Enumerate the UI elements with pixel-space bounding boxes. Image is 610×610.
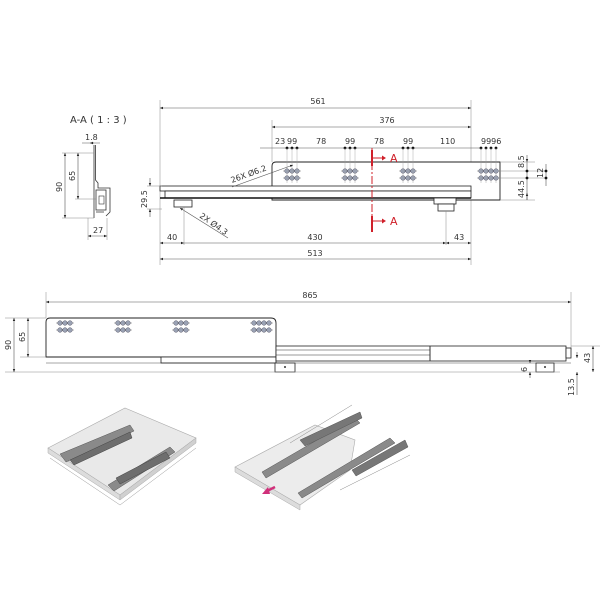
dim-ext-6: 6 — [520, 367, 529, 372]
svg-text:23: 23 — [275, 137, 285, 146]
dim-overall-length: 561 — [310, 97, 325, 106]
dim-ext-43: 43 — [583, 353, 592, 363]
dim-v-44-5: 44.5 — [517, 180, 526, 198]
svg-text:99: 99 — [287, 137, 297, 146]
dim-right-offset: 43 — [454, 233, 464, 242]
svg-text:110: 110 — [440, 137, 455, 146]
svg-text:9996: 9996 — [481, 137, 501, 146]
dim-v-12: 12 — [536, 168, 545, 178]
section-marker-top: A — [390, 152, 398, 165]
dim-hole-span: 376 — [379, 116, 394, 125]
extended-side-view: 865 90 65 — [4, 291, 600, 396]
section-view: A-A ( 1 : 3 ) 1.8 90 65 27 — [55, 115, 127, 240]
section-title: A-A ( 1 : 3 ) — [70, 115, 127, 126]
dim-left-offset: 40 — [167, 233, 177, 242]
dim-width: 27 — [93, 226, 103, 235]
closed-side-view: 561 376 23 99 78 99 78 99 110 9996 — [140, 97, 548, 265]
section-marker-bottom: A — [390, 215, 398, 228]
dim-ext-height-upper: 65 — [18, 332, 27, 342]
isometric-extended — [234, 404, 411, 511]
dim-center: 430 — [307, 233, 322, 242]
isometric-closed — [47, 407, 197, 506]
svg-text:78: 78 — [316, 137, 326, 146]
holes-callout: 26X Ø6.2 — [229, 163, 267, 185]
mount-holes-callout: 2X Ø4.3 — [198, 210, 230, 237]
dim-v-8-5: 8.5 — [517, 155, 526, 168]
dim-height-total: 90 — [55, 182, 64, 192]
svg-text:78: 78 — [374, 137, 384, 146]
dim-extended-length: 865 — [302, 291, 317, 300]
dim-ext-13-5: 13.5 — [567, 378, 576, 396]
dim-total: 513 — [307, 249, 322, 258]
dim-rail-height: 29.5 — [140, 190, 149, 208]
dim-thickness: 1.8 — [85, 133, 98, 142]
hole-spacing-labels: 23 99 78 99 78 99 110 9996 — [275, 137, 501, 146]
svg-text:99: 99 — [345, 137, 355, 146]
dim-height-upper: 65 — [68, 171, 77, 181]
dim-ext-height-total: 90 — [4, 340, 13, 350]
pull-direction-arrow-icon — [262, 487, 270, 494]
svg-text:99: 99 — [403, 137, 413, 146]
